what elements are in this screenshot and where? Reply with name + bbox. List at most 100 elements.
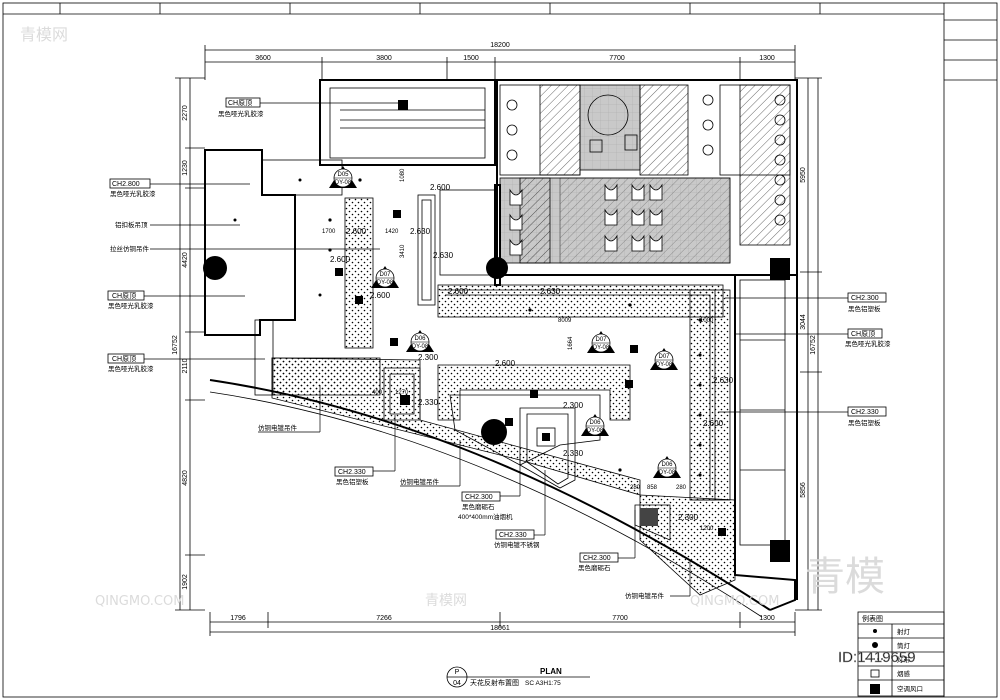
inner-dim: 1664 xyxy=(568,336,574,350)
inner-dim: 1270 xyxy=(395,390,409,396)
inner-dim: 400 xyxy=(372,390,383,396)
legend-item: 空调风口 xyxy=(897,684,923,693)
height-tag: 2.300 xyxy=(418,353,439,362)
right-callouts: CH2.300 黑色铝塑板 CH原顶 黑色哑光乳胶漆 CH2.330 黑色铝塑板 xyxy=(718,292,891,427)
dim-top-2: 3800 xyxy=(376,55,392,62)
watermark-brand: 青模网 xyxy=(425,593,467,609)
downlight-legend-icon xyxy=(872,642,878,648)
callout-code: CH2.330 xyxy=(851,409,879,416)
facade-wall xyxy=(209,184,798,618)
height-tag: 2.630 xyxy=(433,251,454,260)
callout-material: 仿铜电镀吊件 xyxy=(625,591,665,600)
title-block-right xyxy=(944,19,997,81)
callout-material: 铝扣板吊顶 xyxy=(115,220,148,229)
left-callouts: CH原顶 黑色哑光乳胶漆 CH2.800 黑色哑光乳胶漆 铝扣板吊顶 拉丝仿铜吊… xyxy=(107,97,691,600)
dim-left-4: 2110 xyxy=(182,358,189,373)
dim-right-total: 16752 xyxy=(810,335,817,355)
inner-dim: 858 xyxy=(647,485,658,491)
svg-text:DY-08: DY-08 xyxy=(335,180,352,186)
svg-text:DY-08: DY-08 xyxy=(656,362,673,368)
watermark-site: QINGMO.COM xyxy=(690,594,779,609)
height-tag: 2.600 xyxy=(448,287,469,296)
height-tag: 2.630 xyxy=(410,227,431,236)
callout-material: 仿铜电镀不锈钢 xyxy=(494,540,540,549)
callout-material: 黑色铝塑板 xyxy=(336,477,369,486)
inner-dim: 280 xyxy=(676,485,687,491)
watermark-id: ID:1419659 xyxy=(838,649,916,666)
callout-code: CH2.330 xyxy=(499,532,527,539)
dim-top-4: 7700 xyxy=(609,55,625,62)
callout-code: CH2.300 xyxy=(465,494,493,501)
room-top-left xyxy=(319,79,496,166)
legend-item: 筒灯 xyxy=(897,641,911,650)
dim-top-total: 18200 xyxy=(490,42,510,49)
callout-material: 黑色哑光乳胶漆 xyxy=(108,364,154,373)
drawing-scale: SC A3H1:75 xyxy=(525,680,561,687)
watermark-site: QINGMO.COM xyxy=(95,594,184,609)
dim-right-3: 5856 xyxy=(800,482,807,498)
height-tag: 2.600 xyxy=(495,359,516,368)
callout-code: CH原顶 xyxy=(112,292,136,300)
callout-material: 拉丝仿铜吊件 xyxy=(110,244,150,253)
callout-material: 黑色铝塑板 xyxy=(848,418,881,427)
legend: 例表图 射灯 筒灯 灯带 烟感 空调风口 xyxy=(857,611,945,697)
inner-dim: 1700 xyxy=(322,229,336,235)
inner-dim: 3410 xyxy=(400,244,406,258)
sheet-number-bottom: 04 xyxy=(453,680,461,687)
section-marker: D06 DY-08 xyxy=(406,330,434,352)
height-tag: 2.600 xyxy=(370,291,391,300)
dim-bottom-1: 1796 xyxy=(230,615,246,622)
callout-code: CH2.300 xyxy=(851,295,879,302)
legend-title: 例表图 xyxy=(862,614,883,623)
callout-material: 黑色哑光乳胶漆 xyxy=(845,339,891,348)
drawing-title-en: PLAN xyxy=(540,667,562,676)
left-dimension: 2270 1230 4420 2110 4820 1902 16752 xyxy=(172,77,205,611)
svg-text:D07: D07 xyxy=(595,337,607,343)
top-header-strip xyxy=(3,3,944,15)
inner-dim: 280 xyxy=(630,485,641,491)
svg-text:D06: D06 xyxy=(661,462,673,468)
svg-text:DY-08: DY-08 xyxy=(377,280,394,286)
inner-dims: 1700 1420 1080 3410 8009 1000 1664 400 1… xyxy=(322,168,714,532)
drawing-title: 天花反射布置图 xyxy=(470,678,519,687)
room-left xyxy=(203,149,343,396)
height-tag: 2.330 xyxy=(418,398,439,407)
callout-material: 黑色哑光乳胶漆 xyxy=(108,301,154,310)
svg-text:DY-08: DY-08 xyxy=(593,345,610,351)
section-marker: D06 DY-08 xyxy=(653,456,681,478)
callout-material: 仿铜电镀吊件 xyxy=(400,477,440,486)
top-dimension: 18200 3600 3800 1500 7700 1300 xyxy=(204,42,796,80)
right-dimension: 5950 3044 5856 16752 xyxy=(795,77,822,611)
inner-dim: 1080 xyxy=(400,168,406,182)
height-tag: 2.300 xyxy=(563,401,584,410)
svg-text:D07: D07 xyxy=(379,272,391,278)
height-tag: 2.630 xyxy=(540,287,561,296)
watermark-brand: 青模网 xyxy=(20,25,68,44)
dim-bottom-3: 7700 xyxy=(612,615,628,622)
dim-right-1: 5950 xyxy=(800,167,807,183)
dim-right-2: 3044 xyxy=(800,314,807,330)
legend-item: 射灯 xyxy=(897,627,911,636)
section-marker: D07 DY-08 xyxy=(587,331,615,353)
dim-left-6: 1902 xyxy=(182,574,189,590)
sheet-number-top: P xyxy=(455,669,460,676)
callout-material: 黑色铝塑板 xyxy=(848,304,881,313)
height-tag: 2.600 xyxy=(346,227,367,236)
svg-text:D06: D06 xyxy=(589,420,601,426)
height-tag: 2.330 xyxy=(563,449,584,458)
dim-left-5: 4820 xyxy=(182,470,189,486)
dim-top-5: 1300 xyxy=(759,55,775,62)
legend-item: 烟感 xyxy=(897,669,911,678)
inner-dim: 1000 xyxy=(700,318,714,324)
bottom-dimension: 1796 7266 7700 1300 18061 xyxy=(209,612,796,636)
svg-text:DY-08: DY-08 xyxy=(412,344,429,350)
dim-bottom-total: 18061 xyxy=(490,625,510,632)
callout-code: CH2.330 xyxy=(338,469,366,476)
svg-text:DY-08: DY-08 xyxy=(659,470,676,476)
watermark-big: 青模 xyxy=(805,554,885,600)
dim-left-3: 4420 xyxy=(182,252,189,268)
callout-code: CH2.800 xyxy=(112,181,140,188)
fixtures xyxy=(328,178,726,536)
